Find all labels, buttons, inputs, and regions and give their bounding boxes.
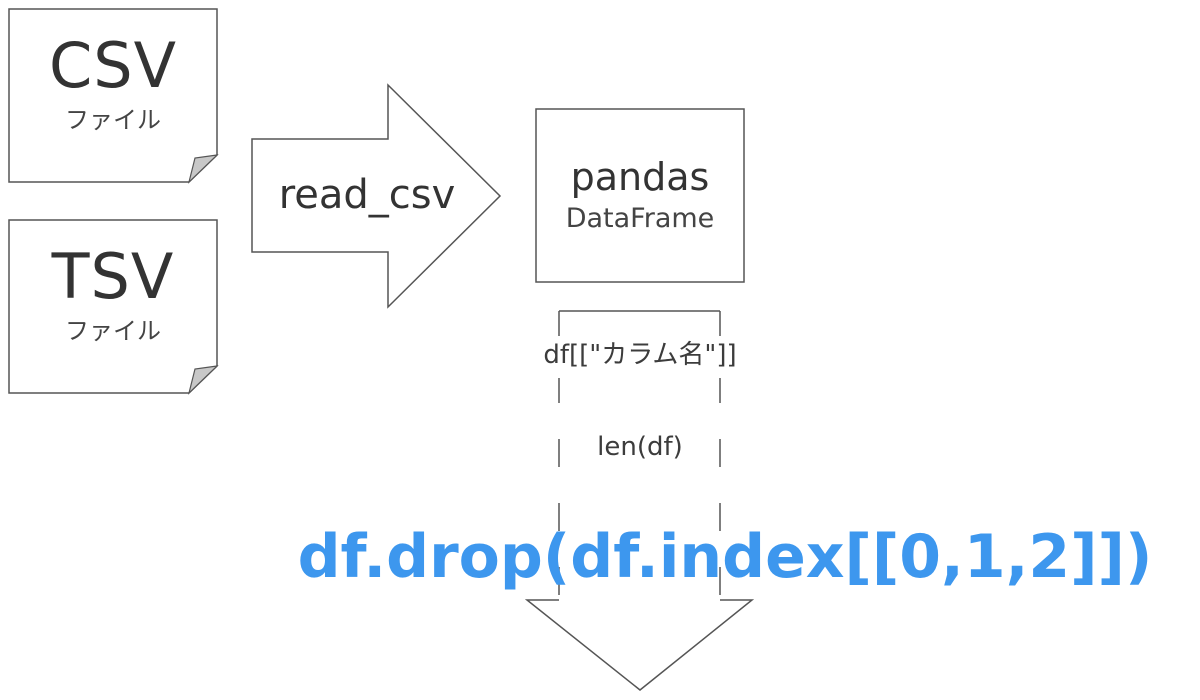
drop-rows-code: df.drop(df.index[[0,1,2]]) <box>297 522 1153 592</box>
tsv-file-icon <box>8 219 219 395</box>
csv-title: CSV <box>48 29 178 102</box>
column-select-label: df[["カラム名"]] <box>543 340 737 370</box>
down-arrow <box>524 310 755 691</box>
length-label: len(df) <box>597 432 683 462</box>
op-label-bg-1 <box>508 336 772 378</box>
op-label-bg-2 <box>575 427 705 469</box>
dataframe-title: pandas <box>570 155 710 199</box>
csv-file-icon <box>8 8 219 184</box>
dataframe-box <box>535 108 745 283</box>
read-csv-label: read_csv <box>278 172 456 218</box>
dataframe-subtitle: DataFrame <box>565 203 715 234</box>
tsv-title: TSV <box>51 240 175 313</box>
tsv-subtitle: ファイル <box>65 317 161 345</box>
csv-subtitle: ファイル <box>65 106 161 134</box>
read-csv-arrow <box>251 83 502 309</box>
